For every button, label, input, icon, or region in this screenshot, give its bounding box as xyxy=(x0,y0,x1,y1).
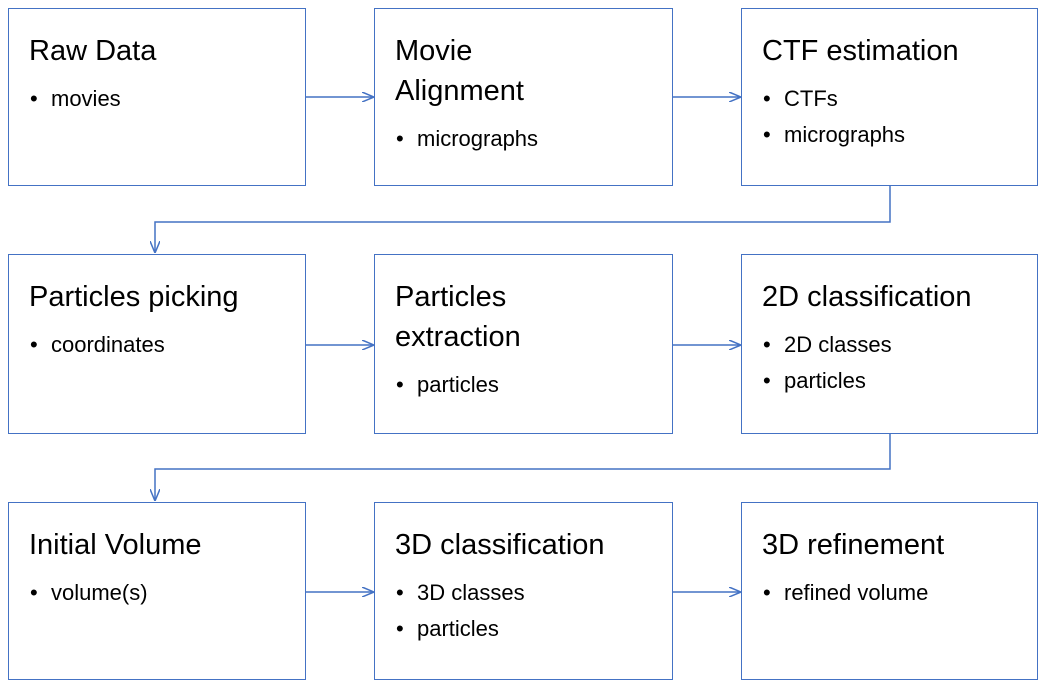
step-outputs: 3D classes particles xyxy=(395,575,662,647)
step-title: Particles picking xyxy=(29,281,239,313)
step-title: CTF estimation xyxy=(762,35,959,67)
step-box-2d-classification: 2D classification 2D classes particles xyxy=(741,254,1038,434)
step-title: Particles extraction xyxy=(395,281,521,353)
arrow-2d-classification-to-initial-volume xyxy=(155,434,891,500)
step-output-item: particles xyxy=(762,363,1027,399)
step-outputs: micrographs xyxy=(395,121,662,157)
step-title: 3D classification xyxy=(395,529,605,561)
step-outputs: 2D classes particles xyxy=(762,327,1027,399)
step-box-movie-alignment: Movie Alignment micrographs xyxy=(374,8,673,186)
step-box-ctf-estimation: CTF estimation CTFs micrographs xyxy=(741,8,1038,186)
step-output-item: 3D classes xyxy=(395,575,662,611)
step-title: 3D refinement xyxy=(762,529,945,561)
step-output-item: refined volume xyxy=(762,575,1027,611)
step-title: Raw Data xyxy=(29,35,157,67)
step-output-item: 2D classes xyxy=(762,327,1027,363)
step-output-item: CTFs xyxy=(762,81,1027,117)
step-outputs: movies xyxy=(29,81,295,117)
step-box-initial-volume: Initial Volume volume(s) xyxy=(8,502,306,680)
step-outputs: CTFs micrographs xyxy=(762,81,1027,153)
step-title: Movie Alignment xyxy=(395,35,524,107)
step-box-particles-extraction: Particles extraction particles xyxy=(374,254,673,434)
arrow-ctf-estimation-to-particles-picking xyxy=(155,186,891,252)
step-output-item: micrographs xyxy=(762,117,1027,153)
step-box-3d-refinement: 3D refinement refined volume xyxy=(741,502,1038,680)
step-title: 2D classification xyxy=(762,281,972,313)
step-title: Initial Volume xyxy=(29,529,202,561)
step-output-item: coordinates xyxy=(29,327,295,363)
step-output-item: particles xyxy=(395,367,662,403)
step-output-item: particles xyxy=(395,611,662,647)
step-box-raw-data: Raw Data movies xyxy=(8,8,306,186)
step-output-item: volume(s) xyxy=(29,575,295,611)
step-output-item: movies xyxy=(29,81,295,117)
step-box-3d-classification: 3D classification 3D classes particles xyxy=(374,502,673,680)
step-outputs: volume(s) xyxy=(29,575,295,611)
step-output-item: micrographs xyxy=(395,121,662,157)
step-outputs: particles xyxy=(395,367,662,403)
step-box-particles-picking: Particles picking coordinates xyxy=(8,254,306,434)
step-outputs: refined volume xyxy=(762,575,1027,611)
step-outputs: coordinates xyxy=(29,327,295,363)
